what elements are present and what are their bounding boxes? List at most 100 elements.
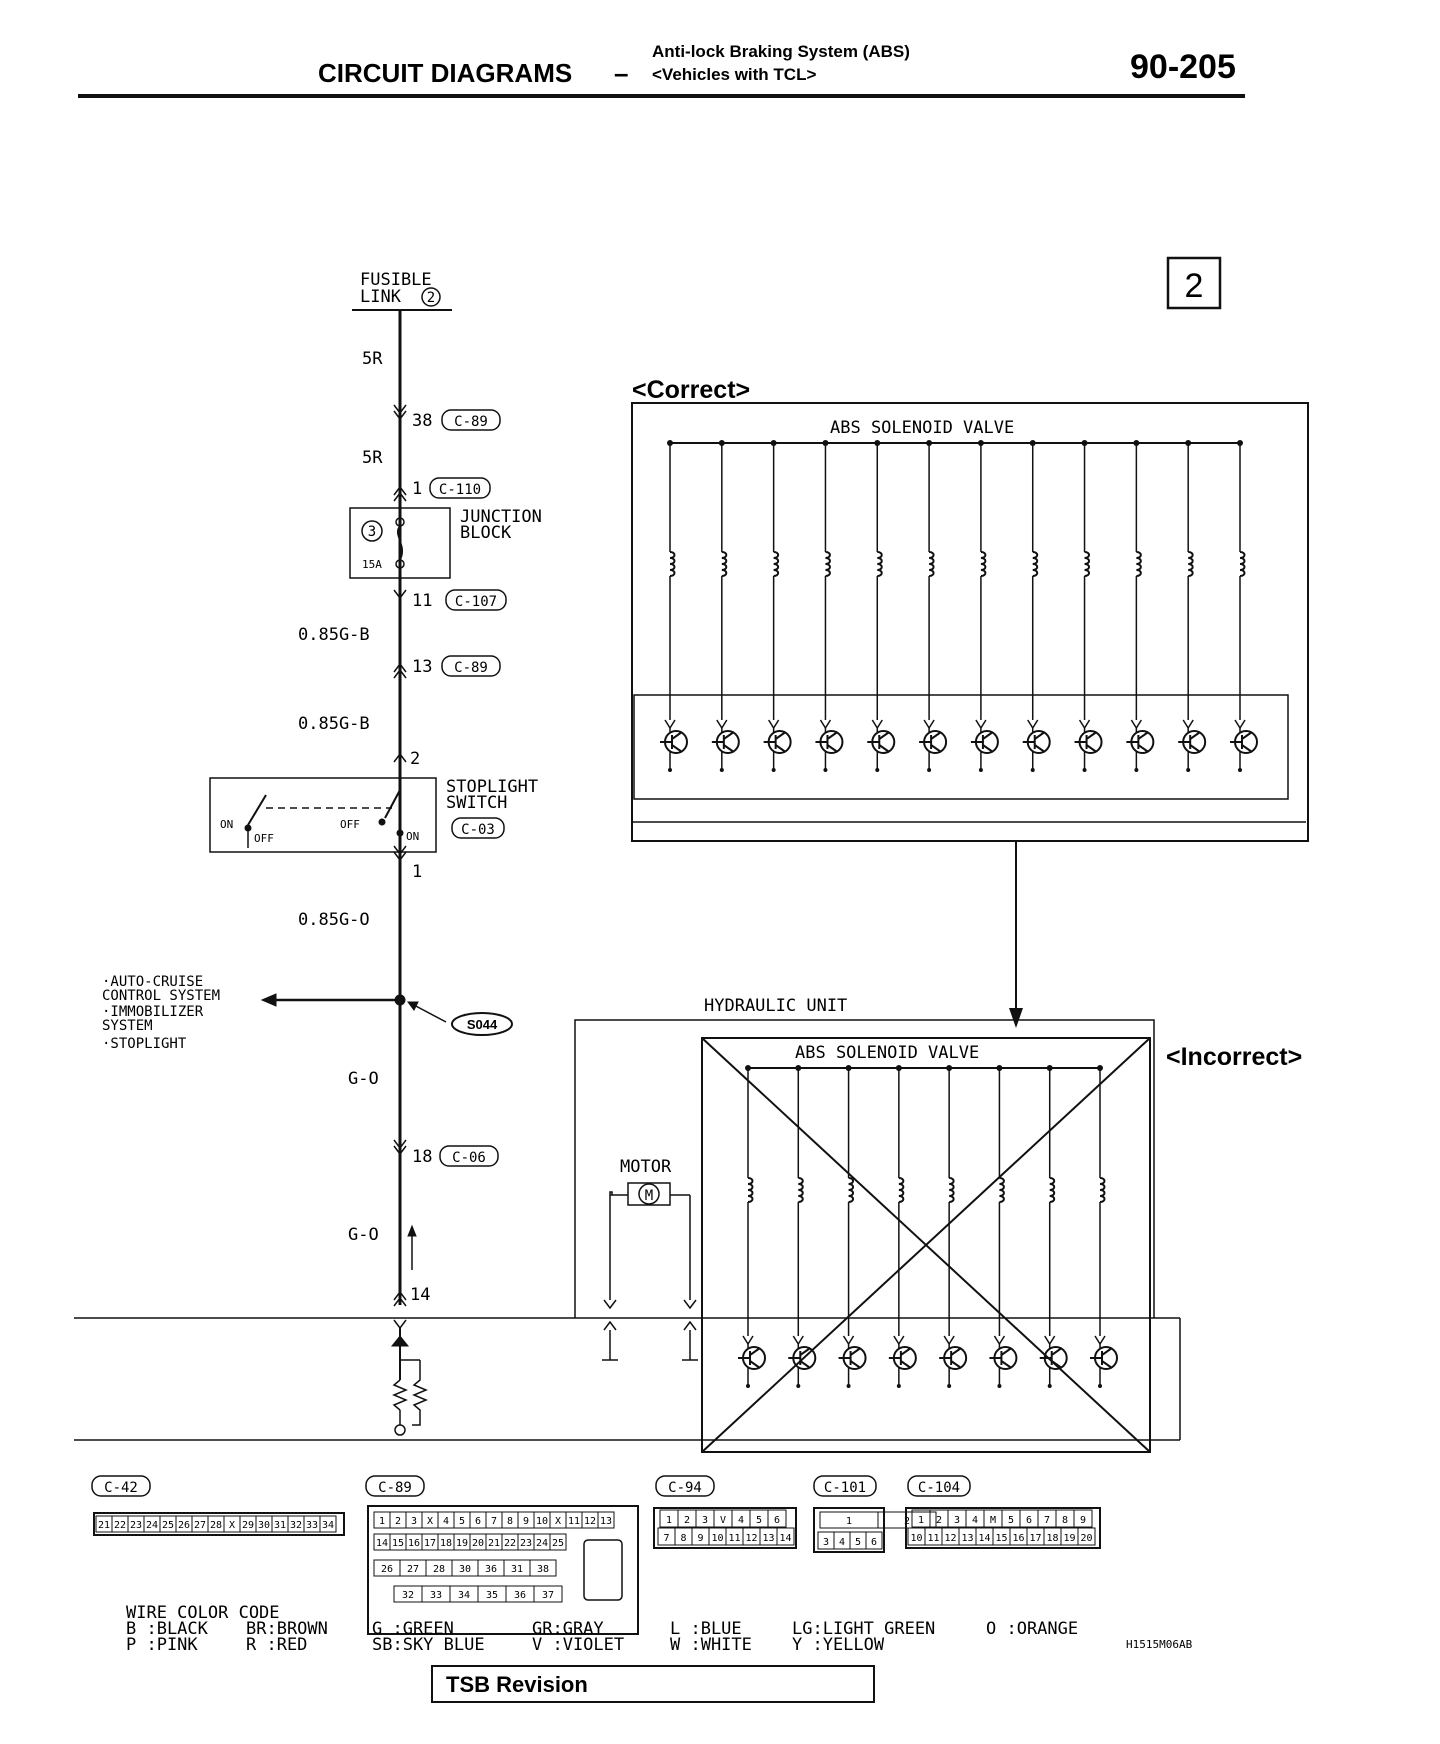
c89-r4-pin: 36 <box>514 1590 526 1601</box>
c42-pin: 25 <box>162 1520 174 1531</box>
wcc-gr: GR:GRAY <box>532 1619 604 1639</box>
c94-r2-pin: 7 <box>663 1533 669 1544</box>
c89-r1-pin: 6 <box>475 1516 481 1527</box>
c104-r1-pin: 7 <box>1044 1515 1050 1526</box>
c89-r4-pin: 37 <box>542 1590 554 1601</box>
ecu-frame <box>74 1317 1181 1441</box>
c89-r1-pin: 2 <box>395 1516 401 1527</box>
c89-r1-pin: 11 <box>568 1516 580 1527</box>
c104-r1-pin: 3 <box>954 1515 960 1526</box>
c94-r1-pin: 1 <box>666 1515 672 1526</box>
correct-coil-4 <box>814 440 844 772</box>
switch-on-left: ON <box>220 818 233 831</box>
motor-symbol-text: M <box>645 1188 653 1204</box>
c101-r1-pin: 1 <box>846 1516 852 1527</box>
c94-r2-pin: 14 <box>779 1533 791 1544</box>
connector-c03: C-03 <box>461 822 495 838</box>
incorrect-coil-array <box>737 1065 1118 1388</box>
header-subtitle-2: <Vehicles with TCL> <box>652 65 816 84</box>
c104-r1-pin: M <box>990 1515 996 1526</box>
wire-5r-b: 5R <box>362 448 383 468</box>
c89-r1-pin: 8 <box>507 1516 513 1527</box>
wcc-p: P :PINK <box>126 1635 198 1655</box>
c89-r1-pin: 12 <box>584 1516 596 1527</box>
wire-color-code: WIRE COLOR CODE B :BLACK P :PINK BR:BROW… <box>126 1603 1078 1655</box>
incorrect-coil-8 <box>1089 1065 1118 1388</box>
c89-r3-pin: 27 <box>407 1564 419 1575</box>
c104-r2-pin: 16 <box>1012 1533 1024 1544</box>
connector-c06: C-06 <box>452 1150 486 1166</box>
c101-r2-pin: 5 <box>855 1537 861 1548</box>
wcc-v: V :VIOLET <box>532 1635 624 1655</box>
branch-system: SYSTEM <box>102 1018 153 1034</box>
correct-coil-7 <box>969 440 999 772</box>
switch-on-right: ON <box>406 830 419 843</box>
motor-label: MOTOR <box>620 1157 672 1177</box>
c89-r2-pin: 16 <box>408 1538 420 1549</box>
c94-r1-pin: 3 <box>702 1515 708 1526</box>
incorrect-coil-1 <box>737 1065 766 1388</box>
fuse-number: 3 <box>368 524 376 540</box>
c104-r2-pin: 12 <box>944 1533 956 1544</box>
c94-r1-pin: V <box>720 1515 726 1526</box>
fusible-link-label-2: LINK <box>360 287 402 307</box>
c104-r1-pin: 5 <box>1008 1515 1014 1526</box>
c89-r3-pin: 28 <box>433 1564 445 1575</box>
wcc-l: L :BLUE <box>670 1619 742 1639</box>
sheet-number: 2 <box>1185 267 1204 305</box>
c89-r3-pin: 38 <box>537 1564 549 1575</box>
junction-block-label-1: JUNCTION <box>460 507 542 527</box>
c104-r2-pin: 10 <box>910 1533 922 1544</box>
branch-auto-cruise: ·AUTO-CRUISE <box>102 974 203 990</box>
c104-r2-pin: 20 <box>1080 1533 1092 1544</box>
c94-r2-pin: 11 <box>728 1533 740 1544</box>
c104-r1-pin: 9 <box>1080 1515 1086 1526</box>
c42-pin: 26 <box>178 1520 190 1531</box>
wire-go-a: G-O <box>348 1069 379 1089</box>
c89-r1-pin: 9 <box>523 1516 529 1527</box>
pin-1b: 1 <box>412 862 422 882</box>
c89-r1-pin: X <box>427 1516 433 1527</box>
wcc-lg: LG:LIGHT GREEN <box>792 1619 935 1639</box>
c42-pin: 29 <box>242 1520 254 1531</box>
wcc-b: B :BLACK <box>126 1619 209 1639</box>
correct-to-incorrect-arrow <box>1009 842 1023 1028</box>
wire-085go: 0.85G-O <box>298 910 370 930</box>
incorrect-coil-4 <box>887 1065 917 1388</box>
correct-coil-2 <box>710 440 740 772</box>
connector-c110: C-110 <box>439 482 481 498</box>
left-circuit <box>209 309 513 1436</box>
c94-r1-pin: 4 <box>738 1515 744 1526</box>
wire-go-b: G-O <box>348 1225 379 1245</box>
stoplight-switch-label-2: SWITCH <box>446 793 507 813</box>
c89-r1-pin: 1 <box>379 1516 385 1527</box>
correct-coil-9 <box>1073 440 1103 772</box>
correct-coil-3 <box>762 440 792 772</box>
correct-coil-10 <box>1125 440 1155 772</box>
c42-pin: 27 <box>194 1520 206 1531</box>
pin-1: 1 <box>412 479 422 499</box>
c89-r2-pin: 23 <box>520 1538 532 1549</box>
wcc-sb: SB:SKY BLUE <box>372 1635 485 1655</box>
c89-r2-pin: 24 <box>536 1538 548 1549</box>
c42-pin: 30 <box>258 1520 270 1531</box>
connector-c101-name: C-101 <box>824 1480 866 1496</box>
correct-coil-6 <box>918 440 948 772</box>
c42-pin: 28 <box>210 1520 222 1531</box>
incorrect-label: <Incorrect> <box>1166 1043 1302 1071</box>
c89-r2-pin: 21 <box>488 1538 500 1549</box>
connector-c42-name: C-42 <box>104 1480 138 1496</box>
c104-r1-pin: 1 <box>918 1515 924 1526</box>
c101-r2-pin: 3 <box>823 1537 829 1548</box>
c89-r1-pin: 7 <box>491 1516 497 1527</box>
c101-r2-pin: 4 <box>839 1537 845 1548</box>
c94-r2-pin: 9 <box>697 1533 703 1544</box>
hydraulic-unit-title: HYDRAULIC UNIT <box>704 996 847 1016</box>
c89-r4-pin: 32 <box>402 1590 414 1601</box>
tsb-revision: TSB Revision <box>446 1672 588 1697</box>
c101-r2-pin: 6 <box>871 1537 877 1548</box>
correct-box: <Correct> ABS SOLENOID VALVE <box>631 376 1309 842</box>
pin-2: 2 <box>410 749 420 769</box>
